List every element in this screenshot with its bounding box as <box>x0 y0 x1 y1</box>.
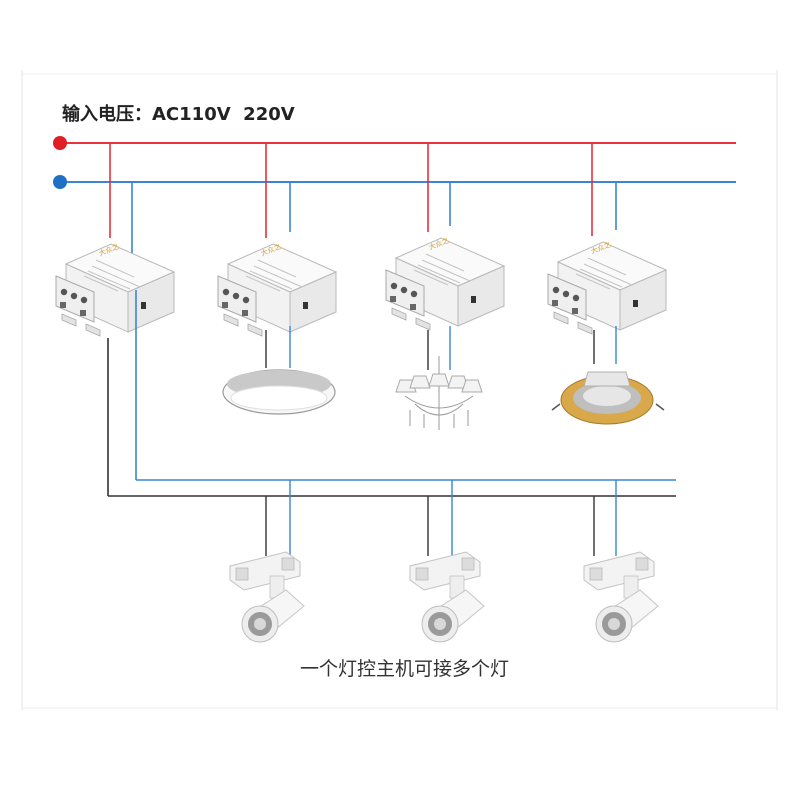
control-bus-wires <box>107 290 676 556</box>
track-spotlight-icon <box>583 551 659 643</box>
blue-dot-icon <box>53 175 67 189</box>
round-ceiling-light-icon <box>222 369 336 415</box>
chandelier-icon <box>395 356 483 430</box>
track-spotlight-icon <box>409 551 485 643</box>
relay-controller-module-icon: 大众之 <box>547 240 667 335</box>
relay-controller-module-icon: 大众之 <box>55 242 175 337</box>
track-spotlight-icon <box>229 551 305 643</box>
fixture-wires <box>265 326 617 370</box>
relay-controller-module-icon: 大众之 <box>217 242 337 337</box>
red-dot-icon <box>53 136 67 150</box>
relay-controller-module-icon: 大众之 <box>385 236 505 331</box>
input-voltage-title: 输入电压：AC110V 220V <box>62 104 295 125</box>
gold-downlight-icon <box>551 371 665 425</box>
diagram-caption: 一个灯控主机可接多个灯 <box>300 658 510 680</box>
module-feed-wires <box>109 143 617 256</box>
